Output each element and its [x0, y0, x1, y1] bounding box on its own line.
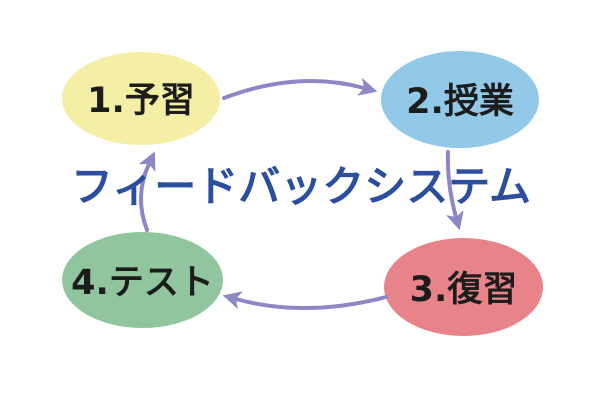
diagram-title: フィードバックシステム: [71, 162, 531, 211]
arrow-review-to-test: [222, 291, 388, 311]
node-review-label: 3.復習: [409, 269, 518, 310]
arrow-preparation-to-class: [222, 77, 378, 100]
node-class: 2.授業: [381, 51, 539, 148]
node-preparation-label: 1.予習: [87, 81, 195, 121]
node-class-label: 2.授業: [406, 82, 514, 122]
node-test: 4.テスト: [62, 232, 223, 328]
node-preparation: 1.予習: [62, 52, 220, 145]
node-review: 3.復習: [384, 238, 543, 336]
node-test-label: 4.テスト: [71, 262, 214, 303]
